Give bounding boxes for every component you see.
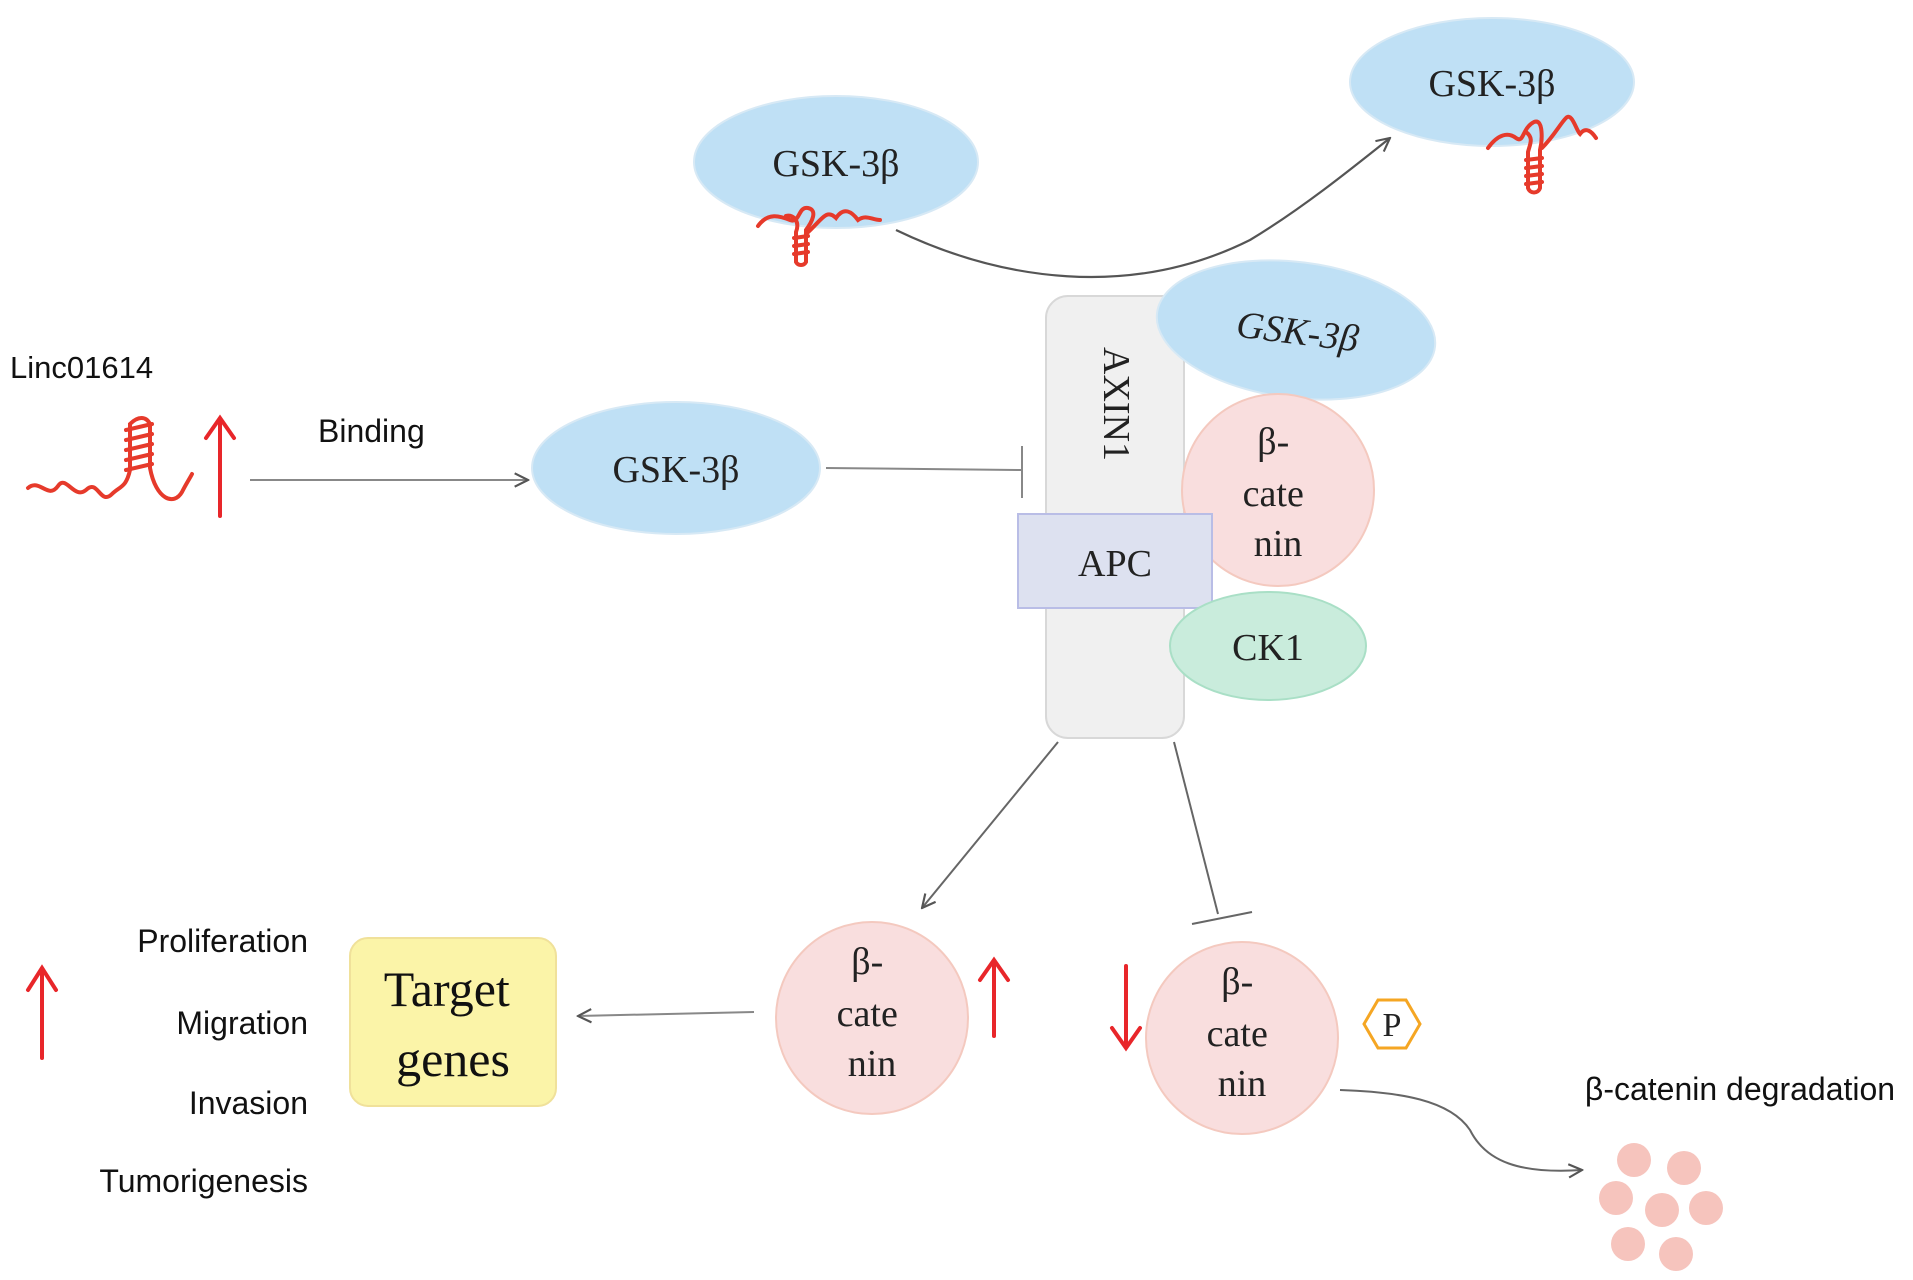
degradation-label: β-catenin degradation (1585, 1071, 1895, 1107)
beta-catenin-down-line1: β- (1221, 961, 1253, 1003)
apc-box (1017, 513, 1213, 609)
rna-top-left-icon (756, 205, 882, 267)
outcome-proliferation: Proliferation (137, 923, 308, 959)
target-genes-box (349, 937, 557, 1107)
beta-catenin-complex-line2: cate (1243, 473, 1304, 515)
beta-catenin-down-circle (1145, 941, 1339, 1135)
gsk3b-transfer-curve (895, 138, 1390, 279)
outcomes-up-arrow-icon (26, 964, 58, 1060)
beta-catenin-complex-line1: β- (1257, 421, 1289, 463)
beta-catenin-up-line1: β- (851, 941, 883, 983)
ck1-label: CK1 (1232, 627, 1304, 669)
outcome-migration: Migration (176, 1005, 308, 1041)
linc-rna-icon (26, 416, 194, 502)
outcome-tumorigenesis: Tumorigenesis (99, 1163, 308, 1199)
degradation-dots (1599, 1143, 1723, 1271)
beta-catenin-down-arrow-icon (1110, 964, 1142, 1052)
target-genes-line2: genes (396, 1031, 510, 1087)
degradation-dot (1689, 1191, 1723, 1225)
apc-label: APC (1078, 543, 1152, 585)
beta-catenin-complex-circle (1181, 393, 1375, 587)
outcome-invasion: Invasion (189, 1085, 308, 1121)
degradation-dot (1611, 1227, 1645, 1261)
axin1-label: AXIN1 (1095, 347, 1137, 461)
beta-catenin-down-line2: cate (1207, 1013, 1268, 1055)
gsk3b-free-ellipse (531, 401, 821, 535)
target-genes-label: Target genes (384, 961, 523, 1087)
gsk3b-free-label: GSK-3β (612, 449, 739, 491)
beta-catenin-up-label: β- cate nin (837, 941, 908, 1085)
ck1-ellipse (1169, 591, 1367, 701)
beta-catenin-up-line2: cate (837, 993, 898, 1035)
degradation-dot (1599, 1181, 1633, 1215)
phospho-label: P (1383, 1007, 1402, 1044)
beta-catenin-up-circle (775, 921, 969, 1115)
degradation-dot (1617, 1143, 1651, 1177)
beta-catenin-up-arrow-icon (978, 956, 1010, 1038)
complex-inhibit-bar (1191, 911, 1253, 925)
beta-catenin-complex-label: β- cate nin (1243, 421, 1314, 565)
complex-inhibit-line (1173, 741, 1219, 915)
linc-label: Linc01614 (10, 350, 153, 385)
beta-catenin-complex-line3: nin (1254, 523, 1303, 565)
binding-label: Binding (318, 413, 425, 449)
gsk3b-inhibit-line (825, 467, 1023, 471)
degradation-dot (1645, 1193, 1679, 1227)
beta-catenin-down-line3: nin (1218, 1063, 1267, 1105)
gsk3b-top-left-label: GSK-3β (772, 143, 899, 185)
beta-to-target-arrow (578, 1012, 755, 1016)
gsk3b-top-right-label: GSK-3β (1428, 63, 1555, 105)
degradation-arrow (1339, 1089, 1582, 1171)
rna-top-right-icon (1486, 114, 1598, 195)
linc-up-arrow-icon (204, 414, 236, 518)
beta-catenin-up-line3: nin (848, 1043, 897, 1085)
beta-catenin-down-label: β- cate nin (1207, 961, 1278, 1105)
degradation-dot (1659, 1237, 1693, 1271)
degradation-dot (1667, 1151, 1701, 1185)
complex-to-beta-up-arrow (922, 741, 1059, 908)
phospho-hexagon-icon (1362, 998, 1422, 1050)
gsk3b-top-left-ellipse (693, 95, 979, 229)
target-genes-line1: Target (384, 961, 510, 1017)
